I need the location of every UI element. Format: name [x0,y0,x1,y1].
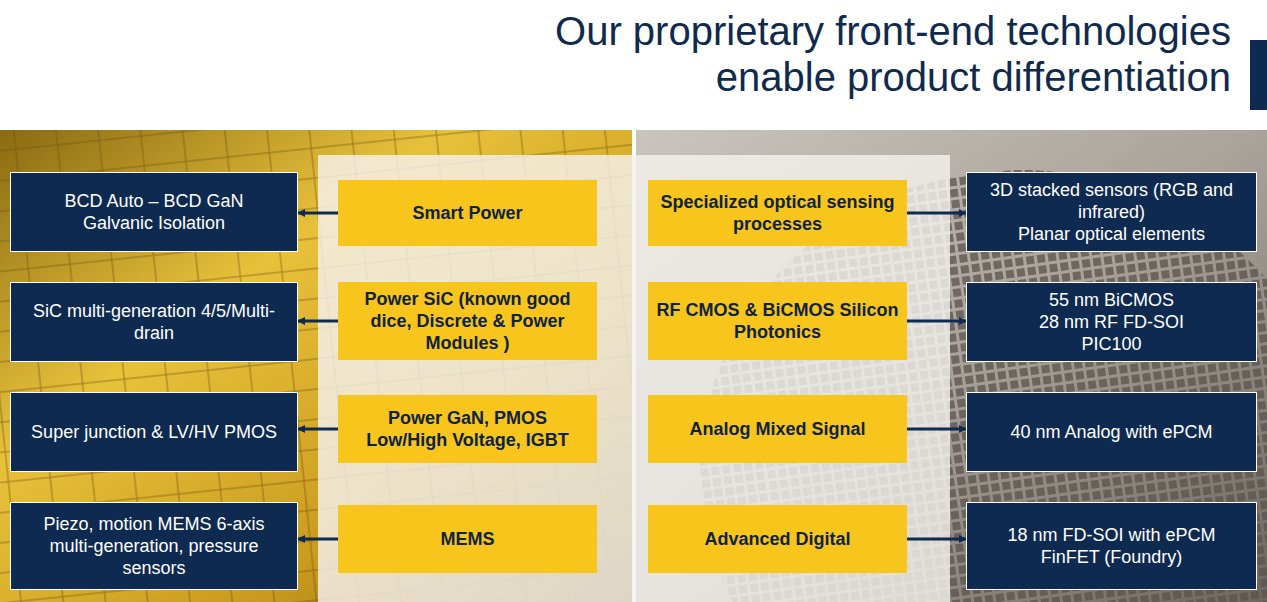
technology-text: Piezo, motion MEMS 6-axis multi-generati… [19,513,289,579]
connector-arrow [907,538,966,541]
platform-text: MEMS [441,528,495,550]
platform-box: Advanced Digital [648,505,907,573]
technology-box: BCD Auto – BCD GaNGalvanic Isolation [10,172,298,252]
technology-text: Planar optical elements [1018,223,1205,245]
technology-text: Super junction & LV/HV PMOS [31,421,277,443]
platform-text: Analog Mixed Signal [689,418,865,440]
technology-text: BCD Auto – BCD GaN [64,190,243,212]
technology-text: FinFET (Foundry) [1041,546,1183,568]
technology-text: 3D stacked sensors (RGB and infrared) [975,179,1248,223]
connector-arrow [298,538,338,541]
platform-text: Smart Power [412,202,522,224]
title-bar [1250,40,1267,110]
platform-text: Power SiC (known good dice, Discrete & P… [346,288,589,354]
technology-box: SiC multi-generation 4/5/Multi-drain [10,282,298,362]
connector-arrow [907,428,966,431]
platform-text: Specialized optical sensing processes [656,191,899,235]
technology-text: PIC100 [1081,333,1141,355]
platform-box: Smart Power [338,180,597,246]
platform-text: Advanced Digital [704,528,850,550]
technology-box: Super junction & LV/HV PMOS [10,392,298,472]
platform-box: MEMS [338,505,597,573]
technology-text: SiC multi-generation 4/5/Multi-drain [19,300,289,344]
platform-text: RF CMOS & BiCMOS Silicon Photonics [656,299,899,343]
slide-title: Our proprietary front-end technologies e… [451,8,1231,100]
platform-text: Power GaN, PMOS Low/High Voltage, IGBT [346,407,589,451]
connector-arrow [298,428,338,431]
platform-box: Specialized optical sensing processes [648,180,907,246]
technology-box: 18 nm FD-SOI with ePCMFinFET (Foundry) [966,502,1257,590]
technology-text: 55 nm BiCMOS [1049,289,1174,311]
technology-text: Galvanic Isolation [83,212,225,234]
technology-box: 3D stacked sensors (RGB and infrared)Pla… [966,172,1257,252]
technology-box: 55 nm BiCMOS28 nm RF FD-SOIPIC100 [966,282,1257,362]
platform-box: Power GaN, PMOS Low/High Voltage, IGBT [338,395,597,463]
platform-box: Power SiC (known good dice, Discrete & P… [338,282,597,360]
connector-arrow [298,320,338,323]
technology-box: 40 nm Analog with ePCM [966,392,1257,472]
connector-arrow [298,212,338,215]
center-panel [318,155,950,602]
technology-text: 40 nm Analog with ePCM [1010,421,1212,443]
technology-box: Piezo, motion MEMS 6-axis multi-generati… [10,502,298,590]
connector-arrow [907,212,966,215]
technology-text: 18 nm FD-SOI with ePCM [1007,524,1215,546]
platform-box: RF CMOS & BiCMOS Silicon Photonics [648,282,907,360]
platform-box: Analog Mixed Signal [648,395,907,463]
technology-text: 28 nm RF FD-SOI [1039,311,1184,333]
connector-arrow [907,320,966,323]
